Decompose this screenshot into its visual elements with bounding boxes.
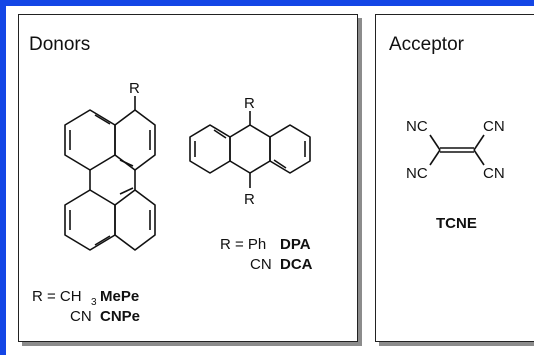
dca-legend-name: DCA — [280, 256, 313, 273]
dpa-legend-name: DPA — [280, 236, 311, 253]
acceptor-title: Acceptor — [389, 34, 464, 55]
mepe-legend-prefix: R = CH — [32, 288, 82, 305]
donors-panel — [18, 14, 358, 342]
perylene-r-label: R — [129, 80, 140, 97]
tcne-cn-bottom-right: CN — [483, 165, 505, 182]
tcne-structure — [429, 134, 485, 166]
left-frame-bar — [0, 0, 6, 355]
anthracene-r-bottom: R — [244, 191, 255, 208]
mepe-legend-subscript: 3 — [91, 297, 97, 308]
anthracene-r-top: R — [244, 95, 255, 112]
acceptor-panel — [375, 14, 534, 342]
tcne-name: TCNE — [436, 215, 477, 232]
top-frame-bar — [0, 0, 534, 6]
donors-title: Donors — [29, 34, 91, 55]
cnpe-legend-prefix: CN — [70, 308, 92, 325]
tcne-nc-bottom-left: NC — [406, 165, 428, 182]
dpa-legend-prefix: R = Ph — [220, 236, 266, 253]
anthracene-structure — [189, 111, 311, 188]
perylene-structure — [64, 96, 156, 251]
mepe-legend-name: MePe — [100, 288, 139, 305]
cnpe-legend-name: CNPe — [100, 308, 140, 325]
dca-legend-prefix: CN — [250, 256, 272, 273]
tcne-nc-top-left: NC — [406, 118, 428, 135]
tcne-cn-top-right: CN — [483, 118, 505, 135]
